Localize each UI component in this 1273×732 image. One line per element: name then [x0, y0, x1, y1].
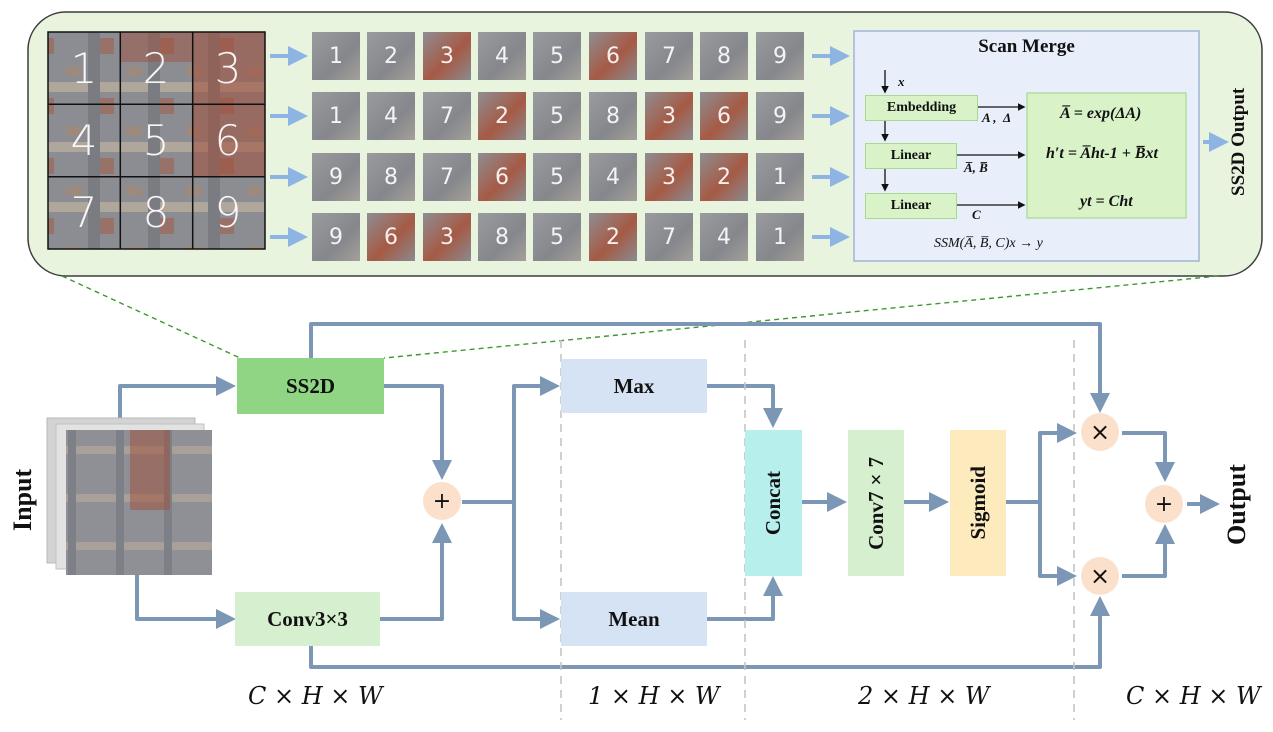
linear-box-2: Linear — [865, 193, 957, 219]
scan-tile: 3 — [645, 153, 693, 201]
grid-cell-5: 5 — [142, 115, 170, 165]
times-op-bottom: × — [1081, 557, 1119, 595]
scan-tile: 3 — [423, 32, 471, 80]
scan-tile: 2 — [589, 213, 637, 261]
scan-tile: 1 — [756, 153, 804, 201]
scan-tile: 2 — [478, 92, 526, 140]
scan-tile: 9 — [312, 213, 360, 261]
equation-1: A̅ = exp(ΔA) — [1060, 105, 1142, 122]
plus-op-1: + — [423, 482, 461, 520]
scan-tile: 5 — [533, 32, 581, 80]
scan-tile: 8 — [589, 92, 637, 140]
dim-label-3: 2 × H × W — [858, 682, 990, 710]
output-label: Output — [1222, 464, 1251, 546]
scan-tile: 4 — [478, 32, 526, 80]
grid-cell-7: 7 — [70, 187, 98, 237]
scan-tile: 8 — [700, 32, 748, 80]
times-op-top: × — [1081, 413, 1119, 451]
scan-merge-title: Scan Merge — [978, 36, 1075, 57]
scan-tile: 7 — [645, 213, 693, 261]
grid-cell-1: 1 — [70, 43, 98, 93]
zoom-line-right — [383, 275, 1219, 359]
scan-tile: 8 — [367, 153, 415, 201]
scan-tile: 7 — [423, 92, 471, 140]
dim-label-1: C × H × W — [248, 682, 383, 710]
equation-box — [1026, 92, 1187, 219]
scan-tile: 8 — [478, 213, 526, 261]
conv3-block: Conv3×3 — [235, 592, 380, 646]
sigmoid-block: Sigmoid — [950, 430, 1006, 576]
zoom-line-left — [61, 275, 241, 359]
x-label: x — [898, 74, 905, 89]
conv7-block: Conv7×7 — [848, 430, 904, 576]
scan-tile: 1 — [312, 32, 360, 80]
plus-op-2: + — [1145, 485, 1183, 523]
equation-2: h′t = A̅ht-1 + B̅xt — [1046, 145, 1158, 162]
scan-tile: 3 — [645, 92, 693, 140]
linear-box-1: Linear — [865, 143, 957, 169]
grid-cell-9: 9 — [214, 187, 242, 237]
concat-label: Concat — [761, 470, 785, 536]
mean-block: Mean — [561, 592, 707, 646]
grid-cell-8: 8 — [142, 187, 170, 237]
scan-tile: 6 — [367, 213, 415, 261]
ssm-formula: SSM(A̅, B̅, C)x → y — [934, 236, 1043, 251]
scan-tile: 6 — [700, 92, 748, 140]
dim-label-2: 1 × H × W — [588, 682, 720, 710]
scan-tile: 4 — [700, 213, 748, 261]
edge-label-a-delta: A , Δ — [982, 110, 1012, 125]
edge-label-abar-bbar: A̅, B̅ — [964, 160, 988, 175]
dim-label-4: C × H × W — [1126, 682, 1261, 710]
scan-tile: 6 — [478, 153, 526, 201]
grid-cell-6: 6 — [214, 115, 242, 165]
scan-tile: 5 — [533, 213, 581, 261]
scan-tile: 9 — [312, 153, 360, 201]
ss2d-block: SS2D — [237, 358, 384, 414]
scan-tile: 9 — [756, 92, 804, 140]
grid-cell-4: 4 — [70, 115, 98, 165]
input-label: Input — [8, 468, 37, 532]
scan-tile: 5 — [533, 92, 581, 140]
scan-tile: 4 — [589, 153, 637, 201]
scan-tile: 1 — [756, 213, 804, 261]
grid-cell-3: 3 — [214, 43, 242, 93]
scan-tile: 9 — [756, 32, 804, 80]
concat-block: Concat — [745, 430, 802, 576]
sigmoid-label: Sigmoid — [965, 466, 990, 540]
scan-tile: 6 — [589, 32, 637, 80]
scan-tile: 7 — [423, 153, 471, 201]
scan-tile: 1 — [312, 92, 360, 140]
embedding-box: Embedding — [865, 95, 978, 121]
max-block: Max — [561, 359, 707, 413]
edge-label-c: C — [972, 207, 981, 222]
scan-tile: 2 — [700, 153, 748, 201]
scan-tile: 5 — [533, 153, 581, 201]
conv7-label: Conv7×7 — [863, 456, 888, 550]
scan-tile: 7 — [645, 32, 693, 80]
equation-3: yt = Cht — [1080, 193, 1133, 210]
scan-tile: 3 — [423, 213, 471, 261]
grid-cell-2: 2 — [142, 43, 170, 93]
scan-tile: 2 — [367, 32, 415, 80]
scan-tile: 4 — [367, 92, 415, 140]
ss2d-output-label: SS2D Output — [1228, 87, 1249, 197]
